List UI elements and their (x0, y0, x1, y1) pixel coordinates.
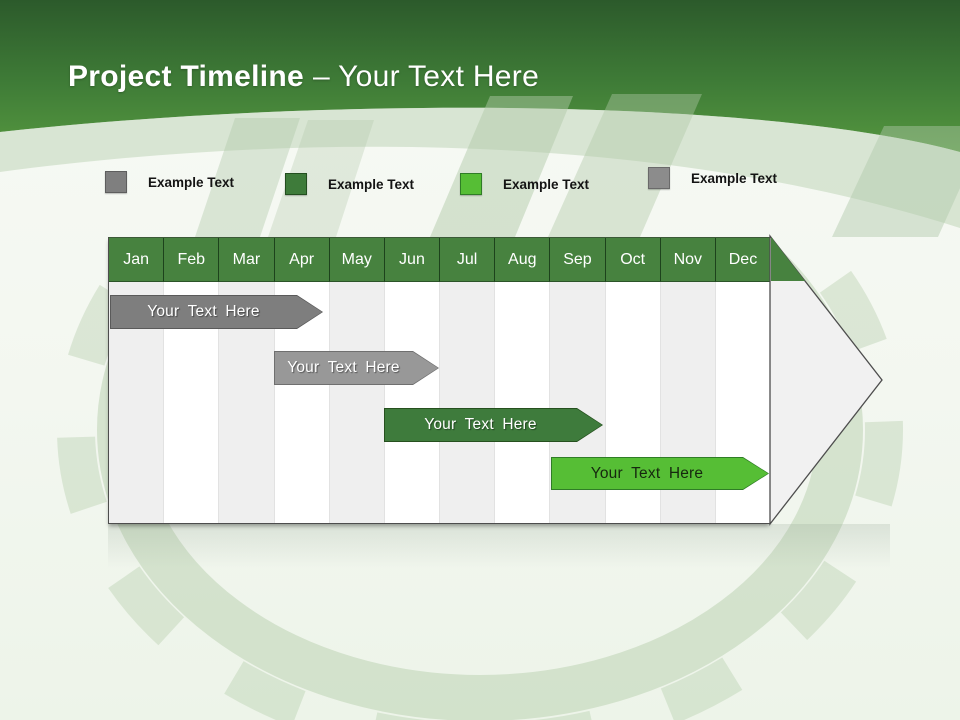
timeline-bar-label: Your Text Here (424, 416, 537, 433)
month-column-jul (439, 282, 495, 523)
month-header-may: May (328, 238, 384, 282)
legend-swatch-icon (648, 167, 670, 189)
arrowhead-header-wedge (771, 237, 805, 281)
legend-item-4[interactable]: Example Text (648, 167, 777, 189)
month-header-jun: Jun (383, 238, 440, 282)
title-suffix: – Your Text Here (313, 60, 540, 93)
legend-swatch-icon (105, 171, 127, 193)
timeline-bar-fill (385, 409, 602, 441)
timeline-bar-4[interactable]: Your Text Here (551, 457, 769, 490)
legend-item-2[interactable]: Example Text (285, 173, 414, 195)
legend-label: Example Text (691, 170, 778, 186)
slide-title[interactable]: Project Timeline – Your Text Here (68, 60, 539, 94)
legend-label: Example Text (503, 176, 590, 192)
month-column-may (328, 282, 384, 523)
month-column-aug (494, 282, 550, 523)
timeline-bar-3[interactable]: Your Text Here (384, 408, 603, 442)
title-main: Project Timeline (68, 60, 304, 93)
timeline-bar-label: Your Text Here (147, 303, 260, 320)
timeline-bar-2[interactable]: Your Text Here (274, 351, 439, 385)
legend-swatch-icon (285, 173, 307, 195)
month-header-dec: Dec (714, 238, 771, 282)
legend-swatch-icon (460, 173, 482, 195)
month-header-mar: Mar (218, 238, 274, 282)
header-arc-band (0, 107, 960, 228)
month-header-sep: Sep (549, 238, 605, 282)
header-curve (0, 0, 960, 152)
timeline-bar-label: Your Text Here (287, 359, 400, 376)
month-header-apr: Apr (273, 238, 329, 282)
diagonal-stripes (195, 94, 960, 237)
legend-item-3[interactable]: Example Text (460, 173, 589, 195)
timeline-arrowhead (769, 234, 883, 526)
timeline-bar-fill (275, 352, 438, 384)
timeline-bar-fill (552, 458, 768, 489)
legend-label: Example Text (148, 174, 235, 190)
legend-item-1[interactable]: Example Text (105, 171, 234, 193)
month-header-jul: Jul (439, 238, 495, 282)
timeline-bar-1[interactable]: Your Text Here (110, 295, 323, 329)
month-column-jun (383, 282, 440, 523)
month-header-nov: Nov (659, 238, 715, 282)
timeline-bar-fill (111, 296, 322, 328)
month-header-feb: Feb (163, 238, 219, 282)
timeline-bar-label: Your Text Here (590, 464, 704, 482)
table-reflection (108, 524, 890, 568)
month-header-oct: Oct (604, 238, 660, 282)
legend-label: Example Text (328, 176, 415, 192)
month-header-aug: Aug (494, 238, 550, 282)
month-header-jan: Jan (109, 238, 164, 282)
